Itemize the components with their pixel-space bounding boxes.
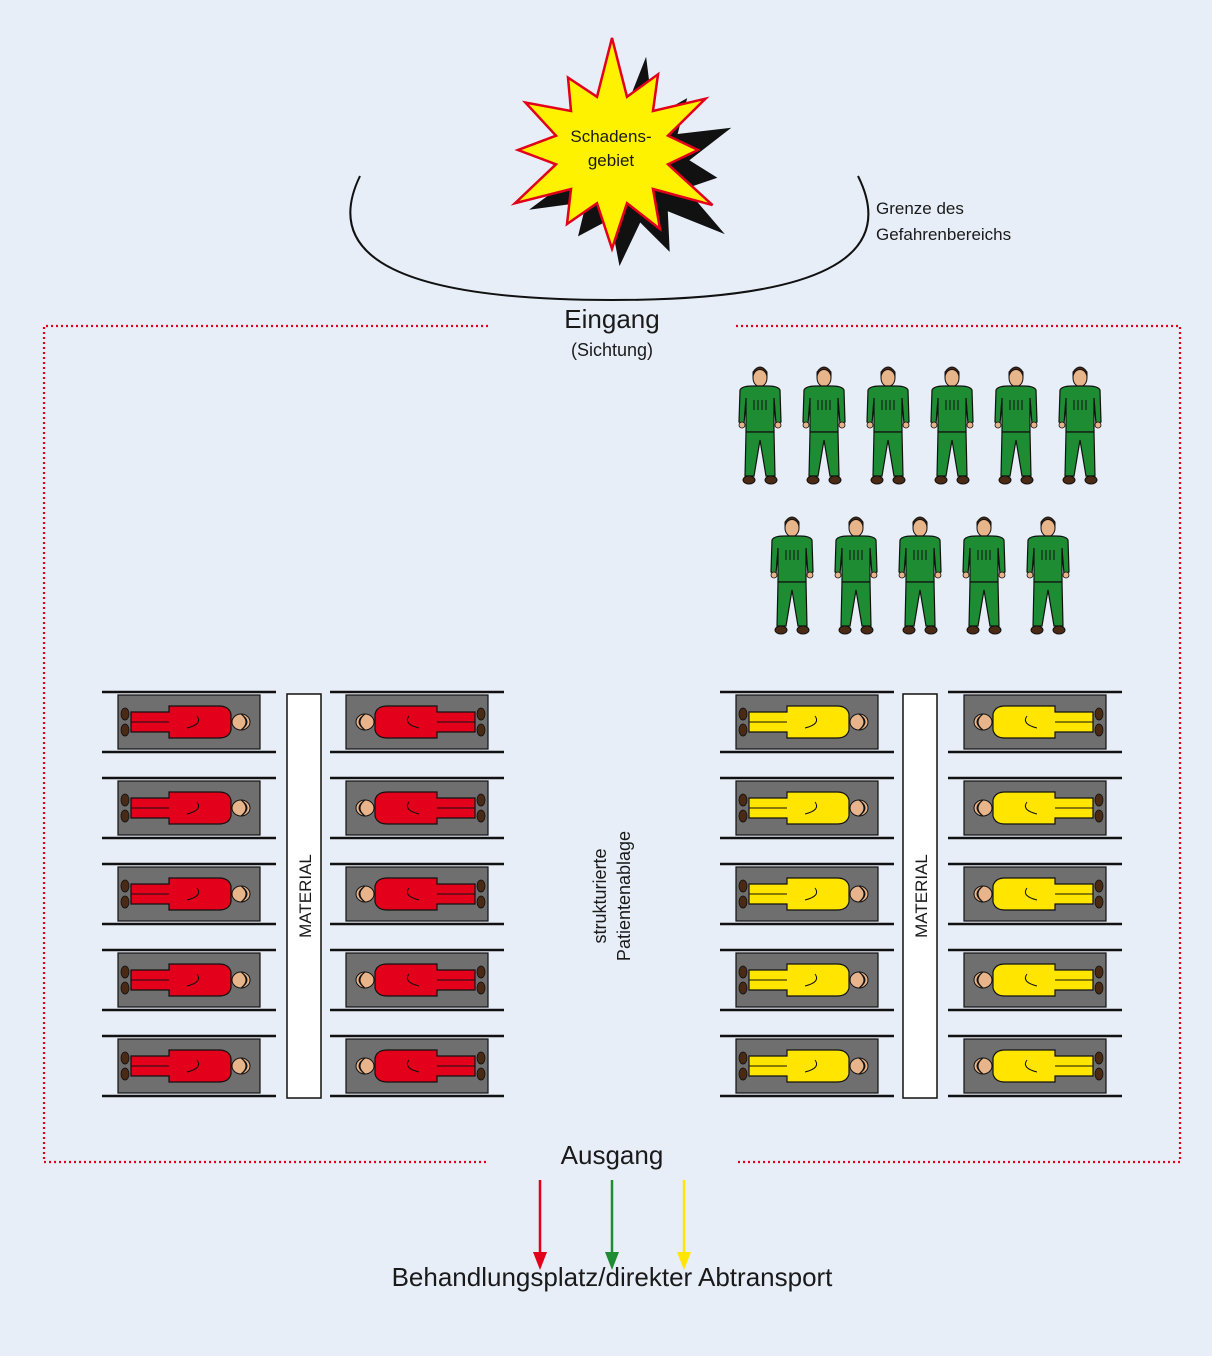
green-patients-group bbox=[738, 366, 1102, 635]
stretcher-yellow-left-4 bbox=[720, 948, 894, 1012]
center-label-line2: Patientenablage bbox=[614, 831, 634, 961]
stretcher-yellow-left-5 bbox=[720, 1034, 894, 1098]
damage-zone-star bbox=[510, 37, 714, 253]
standing-patient-green bbox=[930, 366, 974, 485]
stretcher-yellow-right-5 bbox=[948, 1034, 1122, 1098]
entrance-label: Eingang bbox=[564, 304, 659, 334]
exit-arrow-green bbox=[605, 1180, 619, 1270]
material-box-left bbox=[286, 693, 322, 1099]
hazard-boundary-label-line1: Grenze des bbox=[876, 199, 964, 218]
damage-zone-label-line2: gebiet bbox=[588, 151, 635, 170]
red-stretcher-group bbox=[102, 690, 504, 1098]
stretcher-red-left-1 bbox=[102, 690, 276, 754]
material-label-left: MATERIAL bbox=[296, 854, 315, 938]
stretcher-yellow-left-2 bbox=[720, 776, 894, 840]
material-label-right: MATERIAL bbox=[912, 854, 931, 938]
standing-patient-green bbox=[770, 516, 814, 635]
stretcher-red-right-2 bbox=[330, 776, 504, 840]
stretcher-red-right-1 bbox=[330, 690, 504, 754]
exit-label: Ausgang bbox=[561, 1140, 664, 1170]
stretcher-red-left-5 bbox=[102, 1034, 276, 1098]
standing-patient-green bbox=[802, 366, 846, 485]
exit-arrow-yellow bbox=[677, 1180, 691, 1270]
hazard-boundary-label-line2: Gefahrenbereichs bbox=[876, 225, 1011, 244]
standing-patient-green bbox=[738, 366, 782, 485]
stretcher-red-left-3 bbox=[102, 862, 276, 926]
standing-patient-green bbox=[898, 516, 942, 635]
footer-label: Behandlungsplatz/direkter Abtransport bbox=[392, 1262, 834, 1292]
standing-patient-green bbox=[1026, 516, 1070, 635]
stretcher-yellow-right-1 bbox=[948, 690, 1122, 754]
exit-arrow-red bbox=[533, 1180, 547, 1270]
stretcher-yellow-right-4 bbox=[948, 948, 1122, 1012]
stretcher-yellow-left-3 bbox=[720, 862, 894, 926]
exit-arrows bbox=[533, 1180, 691, 1270]
material-box-right bbox=[902, 693, 938, 1099]
standing-patient-green bbox=[866, 366, 910, 485]
stretcher-red-left-2 bbox=[102, 776, 276, 840]
stretcher-red-right-3 bbox=[330, 862, 504, 926]
center-label-line1: strukturierte bbox=[590, 848, 610, 943]
stretcher-yellow-right-2 bbox=[948, 776, 1122, 840]
damage-zone-label-line1: Schadens- bbox=[570, 127, 651, 146]
standing-patient-green bbox=[962, 516, 1006, 635]
stretcher-red-right-4 bbox=[330, 948, 504, 1012]
yellow-stretcher-group bbox=[720, 690, 1122, 1098]
standing-patient-green bbox=[1058, 366, 1102, 485]
standing-patient-green bbox=[834, 516, 878, 635]
hazard-boundary-arc bbox=[349, 175, 870, 302]
standing-patient-green bbox=[994, 366, 1038, 485]
stretcher-yellow-left-1 bbox=[720, 690, 894, 754]
stretcher-red-right-5 bbox=[330, 1034, 504, 1098]
stretcher-yellow-right-3 bbox=[948, 862, 1122, 926]
stretcher-red-left-4 bbox=[102, 948, 276, 1012]
entrance-sublabel: (Sichtung) bbox=[571, 340, 653, 360]
collection-area-boundary bbox=[42, 324, 1182, 1164]
